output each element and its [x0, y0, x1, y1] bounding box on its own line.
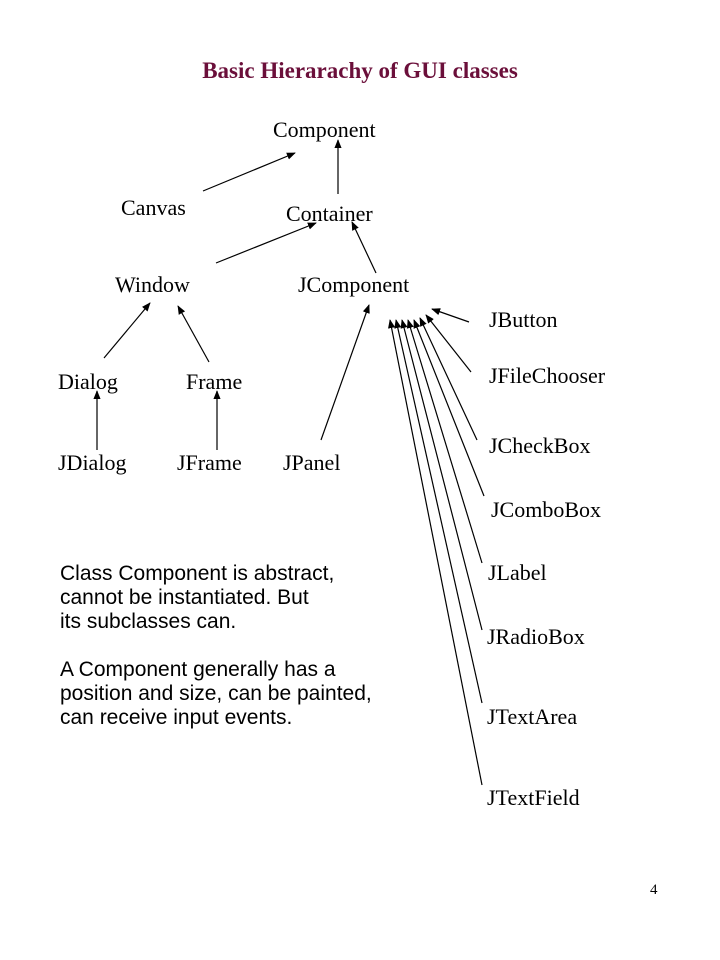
node-container: Container	[286, 201, 373, 226]
node-jlabel: JLabel	[488, 560, 547, 585]
node-jdialog: JDialog	[58, 450, 127, 475]
node-frame: Frame	[186, 369, 243, 394]
diagram-title: Basic Hierarachy of GUI classes	[202, 58, 518, 83]
edge-frame-window	[177, 305, 210, 363]
notes-block: Class Component is abstract, cannot be i…	[60, 562, 460, 730]
edge-jtextfield-jcomponent	[388, 319, 483, 786]
edge-jtextarea-jcomponent	[394, 319, 483, 704]
node-dialog: Dialog	[58, 369, 118, 394]
edge-jcomponent-container	[351, 221, 377, 274]
node-jtextfield: JTextField	[487, 785, 580, 810]
note-abstract-class: Class Component is abstract, cannot be i…	[60, 562, 335, 633]
node-jcombobox: JComboBox	[491, 497, 602, 522]
node-jpanel: JPanel	[283, 450, 341, 475]
node-component: Component	[273, 117, 376, 142]
node-jbutton: JButton	[489, 307, 558, 332]
node-jframe: JFrame	[177, 450, 242, 475]
edge-jcombobox-jcomponent	[413, 319, 485, 497]
edge-window-container	[215, 222, 317, 264]
edge-canvas-component	[202, 152, 296, 192]
page-number: 4	[650, 882, 658, 898]
edge-jpanel-jcomponent	[320, 304, 370, 441]
node-jcomponent: JComponent	[298, 272, 410, 297]
node-jtextarea: JTextArea	[487, 704, 578, 729]
node-window: Window	[115, 272, 190, 297]
edge-jfilechooser-jcomponent	[425, 314, 472, 373]
node-jfilechooser: JFileChooser	[489, 363, 606, 388]
edge-jlabel-jcomponent	[406, 319, 483, 564]
node-canvas: Canvas	[121, 195, 186, 220]
node-jcheckbox: JCheckBox	[489, 433, 591, 458]
note-component-capabilities: A Component generally has a position and…	[60, 658, 372, 729]
edge-dialog-window	[103, 302, 151, 359]
node-jradiobox: JRadioBox	[487, 624, 585, 649]
edge-jradiobox-jcomponent	[400, 319, 483, 631]
edge-jbutton-jcomponent	[431, 308, 470, 323]
edge-jcheckbox-jcomponent	[419, 317, 478, 441]
